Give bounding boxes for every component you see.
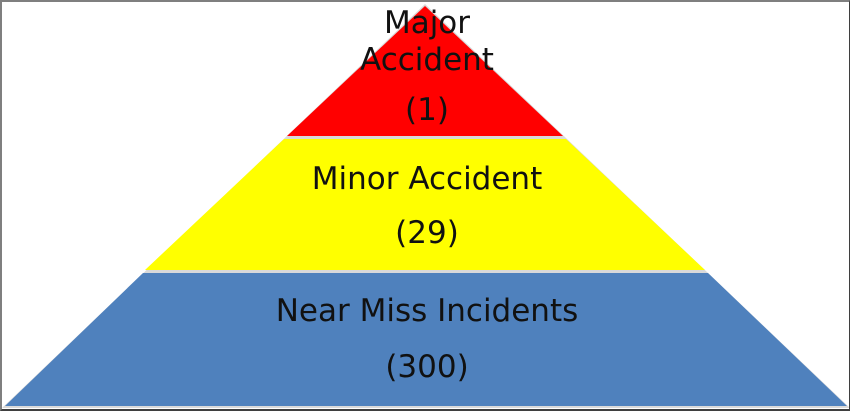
level-major-count: (1) xyxy=(405,92,449,128)
level-minor-name: Minor Accident xyxy=(311,161,543,197)
level-near-miss-name: Near Miss Incidents xyxy=(275,293,579,329)
level-minor-shape xyxy=(145,139,705,270)
level-near-miss-label: Near Miss Incidents (300) xyxy=(2,293,849,385)
level-near-miss-shape xyxy=(5,273,847,406)
level-major-label: Major Accident (1) xyxy=(2,5,849,128)
level-major-name-line1: Major xyxy=(383,5,471,41)
level-major-name-line2: Accident xyxy=(360,42,494,78)
level-minor-count: (29) xyxy=(395,215,459,251)
level-major-shape xyxy=(287,6,563,136)
level-minor-label: Minor Accident (29) xyxy=(2,161,849,251)
level-near-miss-count: (300) xyxy=(385,349,469,385)
